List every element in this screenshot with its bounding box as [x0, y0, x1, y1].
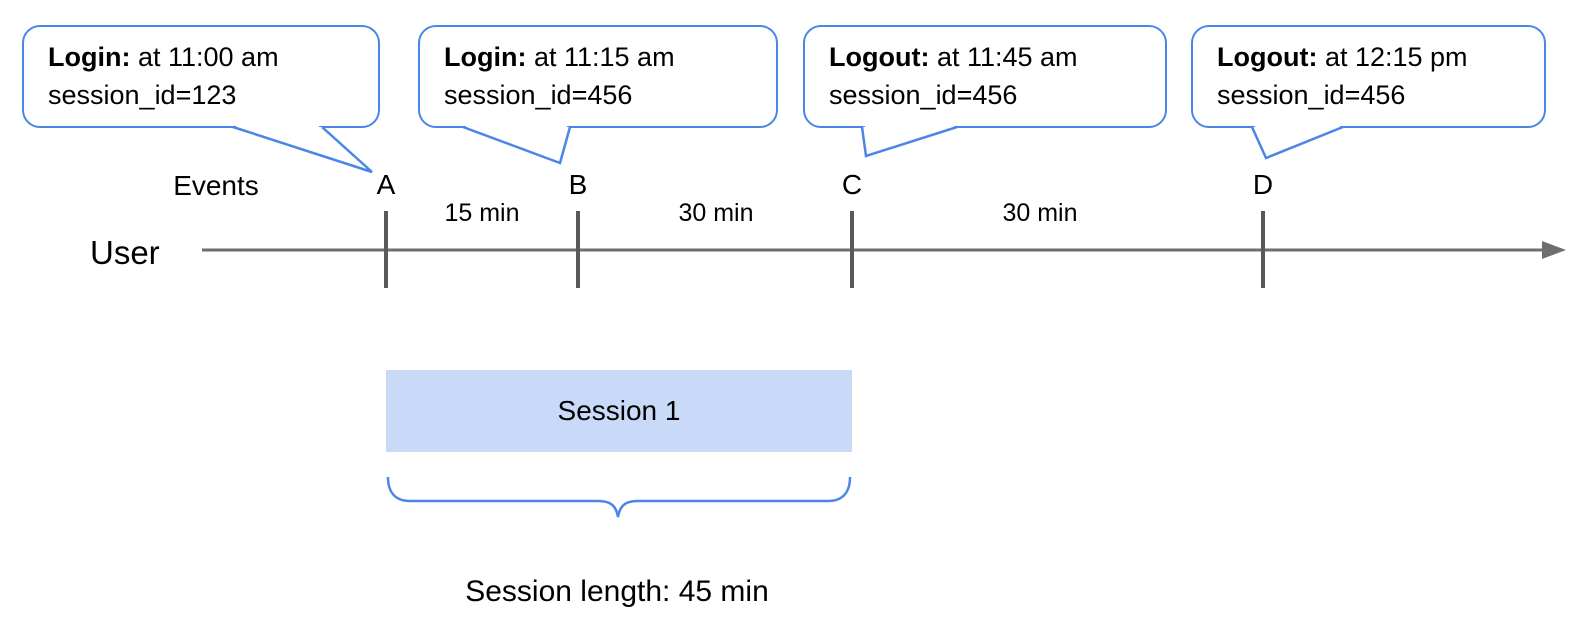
event-type-label: Login:	[444, 42, 527, 72]
events-row-label: Events	[173, 170, 259, 201]
callout-event-b: Login: at 11:15 am session_id=456	[418, 25, 778, 128]
callout-title-line: Logout: at 12:15 pm	[1193, 27, 1544, 76]
callout-tail-d-icon	[1250, 125, 1344, 160]
event-type-label: Login:	[48, 42, 131, 72]
event-label-b: B	[568, 169, 588, 200]
event-time-label: at 12:15 pm	[1317, 42, 1468, 72]
callout-session-id: session_id=456	[829, 80, 1018, 110]
callout-tail-c-icon	[860, 125, 958, 158]
session-1-box: Session 1	[386, 370, 852, 452]
callout-tail-b-icon	[462, 125, 572, 165]
interval-label-b-c: 30 min	[678, 199, 754, 227]
event-type-label: Logout:	[1217, 42, 1318, 72]
callout-title-line: Login: at 11:00 am	[24, 27, 378, 76]
user-axis-label: User	[90, 234, 160, 271]
interval-label-c-d: 30 min	[1002, 199, 1078, 227]
callout-session-id: session_id=123	[48, 80, 237, 110]
event-label-d: D	[1252, 169, 1274, 200]
session-length-brace-icon	[386, 476, 852, 518]
callout-event-a: Login: at 11:00 am session_id=123	[22, 25, 380, 128]
callout-title-line: Login: at 11:15 am	[420, 27, 776, 76]
callout-session-id: session_id=456	[444, 80, 633, 110]
timeline-arrowhead-icon	[1542, 241, 1566, 259]
event-time-label: at 11:45 am	[929, 42, 1078, 72]
event-time-label: at 11:00 am	[130, 42, 279, 72]
callout-title-line: Logout: at 11:45 am	[805, 27, 1165, 76]
event-label-a: A	[376, 169, 396, 200]
event-label-c: C	[841, 169, 863, 200]
session-length-caption: Session length: 45 min	[465, 575, 769, 608]
callout-event-d: Logout: at 12:15 pm session_id=456	[1191, 25, 1546, 128]
callout-session-id: session_id=456	[1217, 80, 1406, 110]
interval-label-a-b: 15 min	[444, 199, 520, 227]
callout-event-c: Logout: at 11:45 am session_id=456	[803, 25, 1167, 128]
event-time-label: at 11:15 am	[526, 42, 675, 72]
callout-tail-a-icon	[232, 125, 373, 174]
session-1-label: Session 1	[557, 395, 681, 426]
event-type-label: Logout:	[829, 42, 930, 72]
